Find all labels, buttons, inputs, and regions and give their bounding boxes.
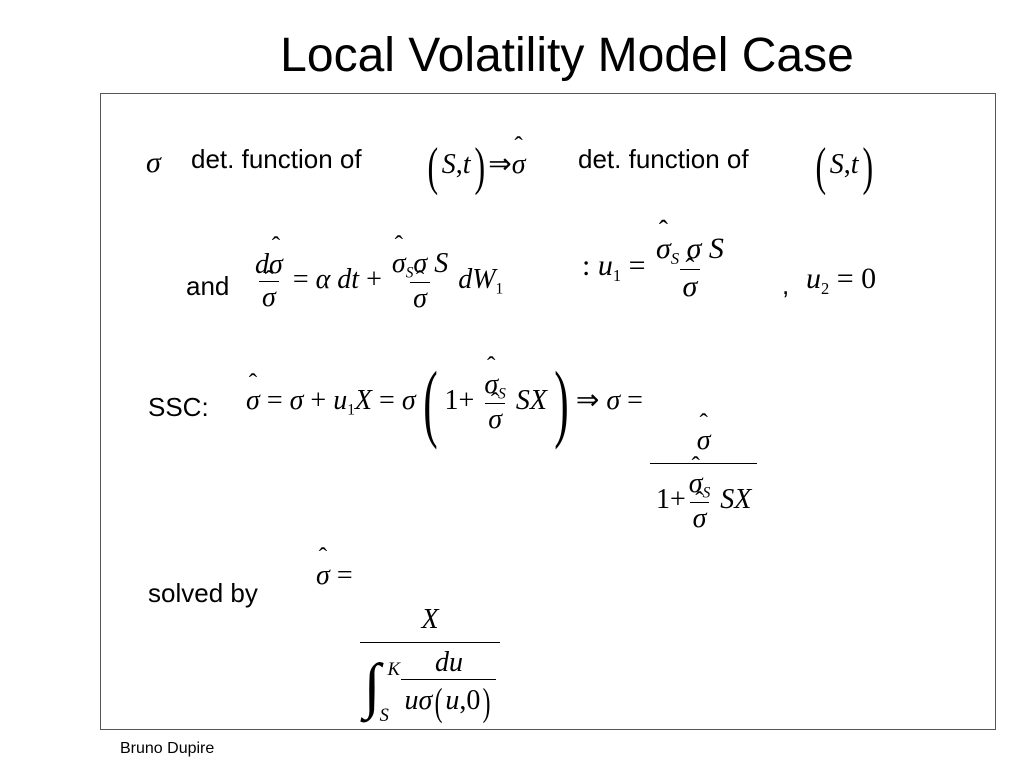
line1-text-a: det. function of <box>191 144 362 174</box>
line2-label: and <box>186 271 230 301</box>
line1-math-a: (S,t)⇒σ <box>424 136 526 197</box>
slide-footer: Bruno Dupire <box>120 740 215 757</box>
u2-equation: u2 = 0 <box>806 262 877 298</box>
line2-comma: , <box>782 270 790 300</box>
line3-label: SSC: <box>148 392 209 422</box>
line4-label: solved by <box>148 578 258 608</box>
dynamics-equation: dσσ = α dt + σSσ Sσ dW1 <box>252 248 503 315</box>
line1-math-b: (S,t) <box>815 137 873 196</box>
line1-text-b: det. function of <box>578 144 749 174</box>
content-frame <box>100 93 996 730</box>
slide-title: Local Volatility Model Case <box>280 29 854 82</box>
ssc-equation: σ = σ + u1X = σ(1+ σSσ SX)⇒ σ = σ1+σSσ S… <box>246 358 758 536</box>
u1-equation: : u1 = σS σ Sσ <box>582 232 727 304</box>
sigma-symbol: σ <box>146 146 161 179</box>
